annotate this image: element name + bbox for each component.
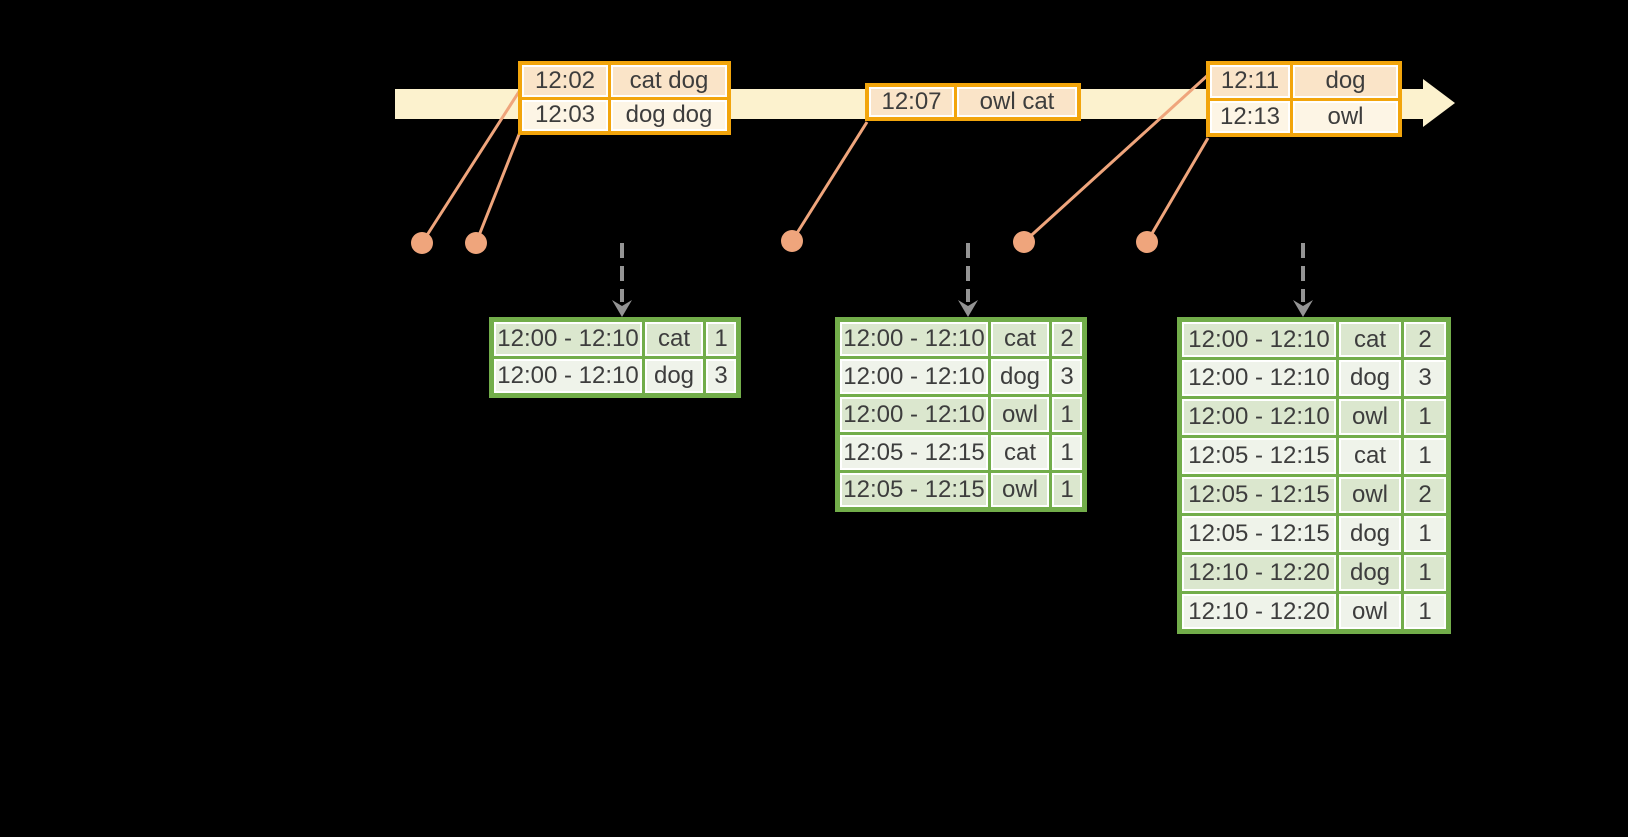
window-cell: 12:00 - 12:10 (836, 394, 991, 435)
window-cell: 12:05 - 12:15 (1178, 435, 1339, 477)
result-table-3: 12:00 - 12:10 cat 2 12:00 - 12:10 dog 3 … (1177, 317, 1451, 634)
count-cell: 1 (1401, 396, 1450, 438)
event-time-cell: 12:13 (1206, 97, 1293, 137)
word-cell: owl (988, 394, 1052, 435)
word-cell: dog (988, 356, 1052, 397)
event-words-cell: dog (1290, 61, 1402, 101)
trigger-arrowhead-icon (612, 300, 632, 317)
connector-line (790, 121, 869, 242)
window-cell: 12:05 - 12:15 (836, 432, 991, 473)
connector-line (474, 126, 524, 244)
event-table-2: 12:07 owl cat (865, 83, 1081, 121)
word-cell: dog (1336, 357, 1404, 399)
count-cell: 3 (1401, 357, 1450, 399)
event-words-cell: cat dog (608, 61, 731, 100)
window-cell: 12:05 - 12:15 (1178, 513, 1339, 555)
window-cell: 12:10 - 12:20 (1178, 591, 1339, 633)
connector-line (420, 86, 524, 244)
result-row: 12:05 - 12:15 owl 2 (1178, 474, 1450, 516)
event-dot (1136, 231, 1158, 253)
window-cell: 12:00 - 12:10 (1178, 318, 1339, 360)
count-cell: 1 (1401, 591, 1450, 633)
event-words-cell: owl (1290, 97, 1402, 137)
window-cell: 12:05 - 12:15 (1178, 474, 1339, 516)
word-cell: cat (1336, 318, 1404, 360)
result-row: 12:00 - 12:10 cat 1 (490, 318, 740, 359)
count-cell: 2 (1401, 318, 1450, 360)
window-cell: 12:00 - 12:10 (836, 356, 991, 397)
result-row: 12:00 - 12:10 dog 3 (836, 356, 1086, 397)
event-dot (411, 232, 433, 254)
connector-line (1022, 73, 1210, 244)
count-cell: 2 (1049, 318, 1086, 359)
event-dot (781, 230, 803, 252)
count-cell: 2 (1401, 474, 1450, 516)
word-cell: dog (1336, 552, 1404, 594)
connector-line (1145, 137, 1210, 243)
event-words-cell: owl cat (954, 83, 1081, 121)
count-cell: 1 (703, 318, 740, 359)
count-cell: 1 (1049, 394, 1086, 435)
count-cell: 1 (1049, 470, 1086, 511)
event-row: 12:13 owl (1206, 97, 1402, 137)
event-time-cell: 12:02 (518, 61, 611, 100)
word-cell: dog (642, 356, 706, 397)
event-row: 12:11 dog (1206, 61, 1402, 101)
result-row: 12:00 - 12:10 dog 3 (1178, 357, 1450, 399)
window-cell: 12:05 - 12:15 (836, 470, 991, 511)
event-dot (1013, 231, 1035, 253)
count-cell: 3 (1049, 356, 1086, 397)
event-words-cell: dog dog (608, 96, 731, 135)
window-cell: 12:00 - 12:10 (490, 356, 645, 397)
word-cell: cat (642, 318, 706, 359)
result-row: 12:10 - 12:20 owl 1 (1178, 591, 1450, 633)
window-cell: 12:00 - 12:10 (836, 318, 991, 359)
window-cell: 12:10 - 12:20 (1178, 552, 1339, 594)
event-row: 12:03 dog dog (518, 96, 731, 135)
word-cell: owl (1336, 474, 1404, 516)
event-time-cell: 12:11 (1206, 61, 1293, 101)
count-cell: 1 (1401, 435, 1450, 477)
result-row: 12:05 - 12:15 cat 1 (836, 432, 1086, 473)
window-cell: 12:00 - 12:10 (490, 318, 645, 359)
trigger-arrows (620, 243, 1305, 302)
word-cell: owl (1336, 396, 1404, 438)
count-cell: 1 (1401, 513, 1450, 555)
result-row: 12:00 - 12:10 owl 1 (836, 394, 1086, 435)
event-dot (465, 232, 487, 254)
trigger-arrowhead-icon (1293, 300, 1313, 317)
word-cell: owl (1336, 591, 1404, 633)
result-row: 12:10 - 12:20 dog 1 (1178, 552, 1450, 594)
result-row: 12:05 - 12:15 cat 1 (1178, 435, 1450, 477)
trigger-arrowheads (612, 300, 1313, 317)
event-time-cell: 12:07 (865, 83, 957, 121)
result-row: 12:00 - 12:10 owl 1 (1178, 396, 1450, 438)
event-dots (411, 230, 1158, 254)
window-cell: 12:00 - 12:10 (1178, 396, 1339, 438)
result-row: 12:00 - 12:10 cat 2 (836, 318, 1086, 359)
trigger-arrowhead-icon (958, 300, 978, 317)
event-row: 12:07 owl cat (865, 83, 1081, 121)
result-table-1: 12:00 - 12:10 cat 1 12:00 - 12:10 dog 3 (489, 317, 741, 398)
count-cell: 3 (703, 356, 740, 397)
result-row: 12:00 - 12:10 dog 3 (490, 356, 740, 397)
word-cell: cat (988, 432, 1052, 473)
word-cell: cat (988, 318, 1052, 359)
result-row: 12:05 - 12:15 dog 1 (1178, 513, 1450, 555)
word-cell: cat (1336, 435, 1404, 477)
timeline-arrowhead-icon (1423, 79, 1455, 127)
window-cell: 12:00 - 12:10 (1178, 357, 1339, 399)
count-cell: 1 (1049, 432, 1086, 473)
result-row: 12:00 - 12:10 cat 2 (1178, 318, 1450, 360)
event-table-1: 12:02 cat dog 12:03 dog dog (518, 61, 731, 135)
event-table-3: 12:11 dog 12:13 owl (1206, 61, 1402, 137)
result-row: 12:05 - 12:15 owl 1 (836, 470, 1086, 511)
word-cell: owl (988, 470, 1052, 511)
count-cell: 1 (1401, 552, 1450, 594)
event-row: 12:02 cat dog (518, 61, 731, 100)
word-cell: dog (1336, 513, 1404, 555)
connector-lines (420, 73, 1210, 244)
result-table-2: 12:00 - 12:10 cat 2 12:00 - 12:10 dog 3 … (835, 317, 1087, 512)
event-time-cell: 12:03 (518, 96, 611, 135)
